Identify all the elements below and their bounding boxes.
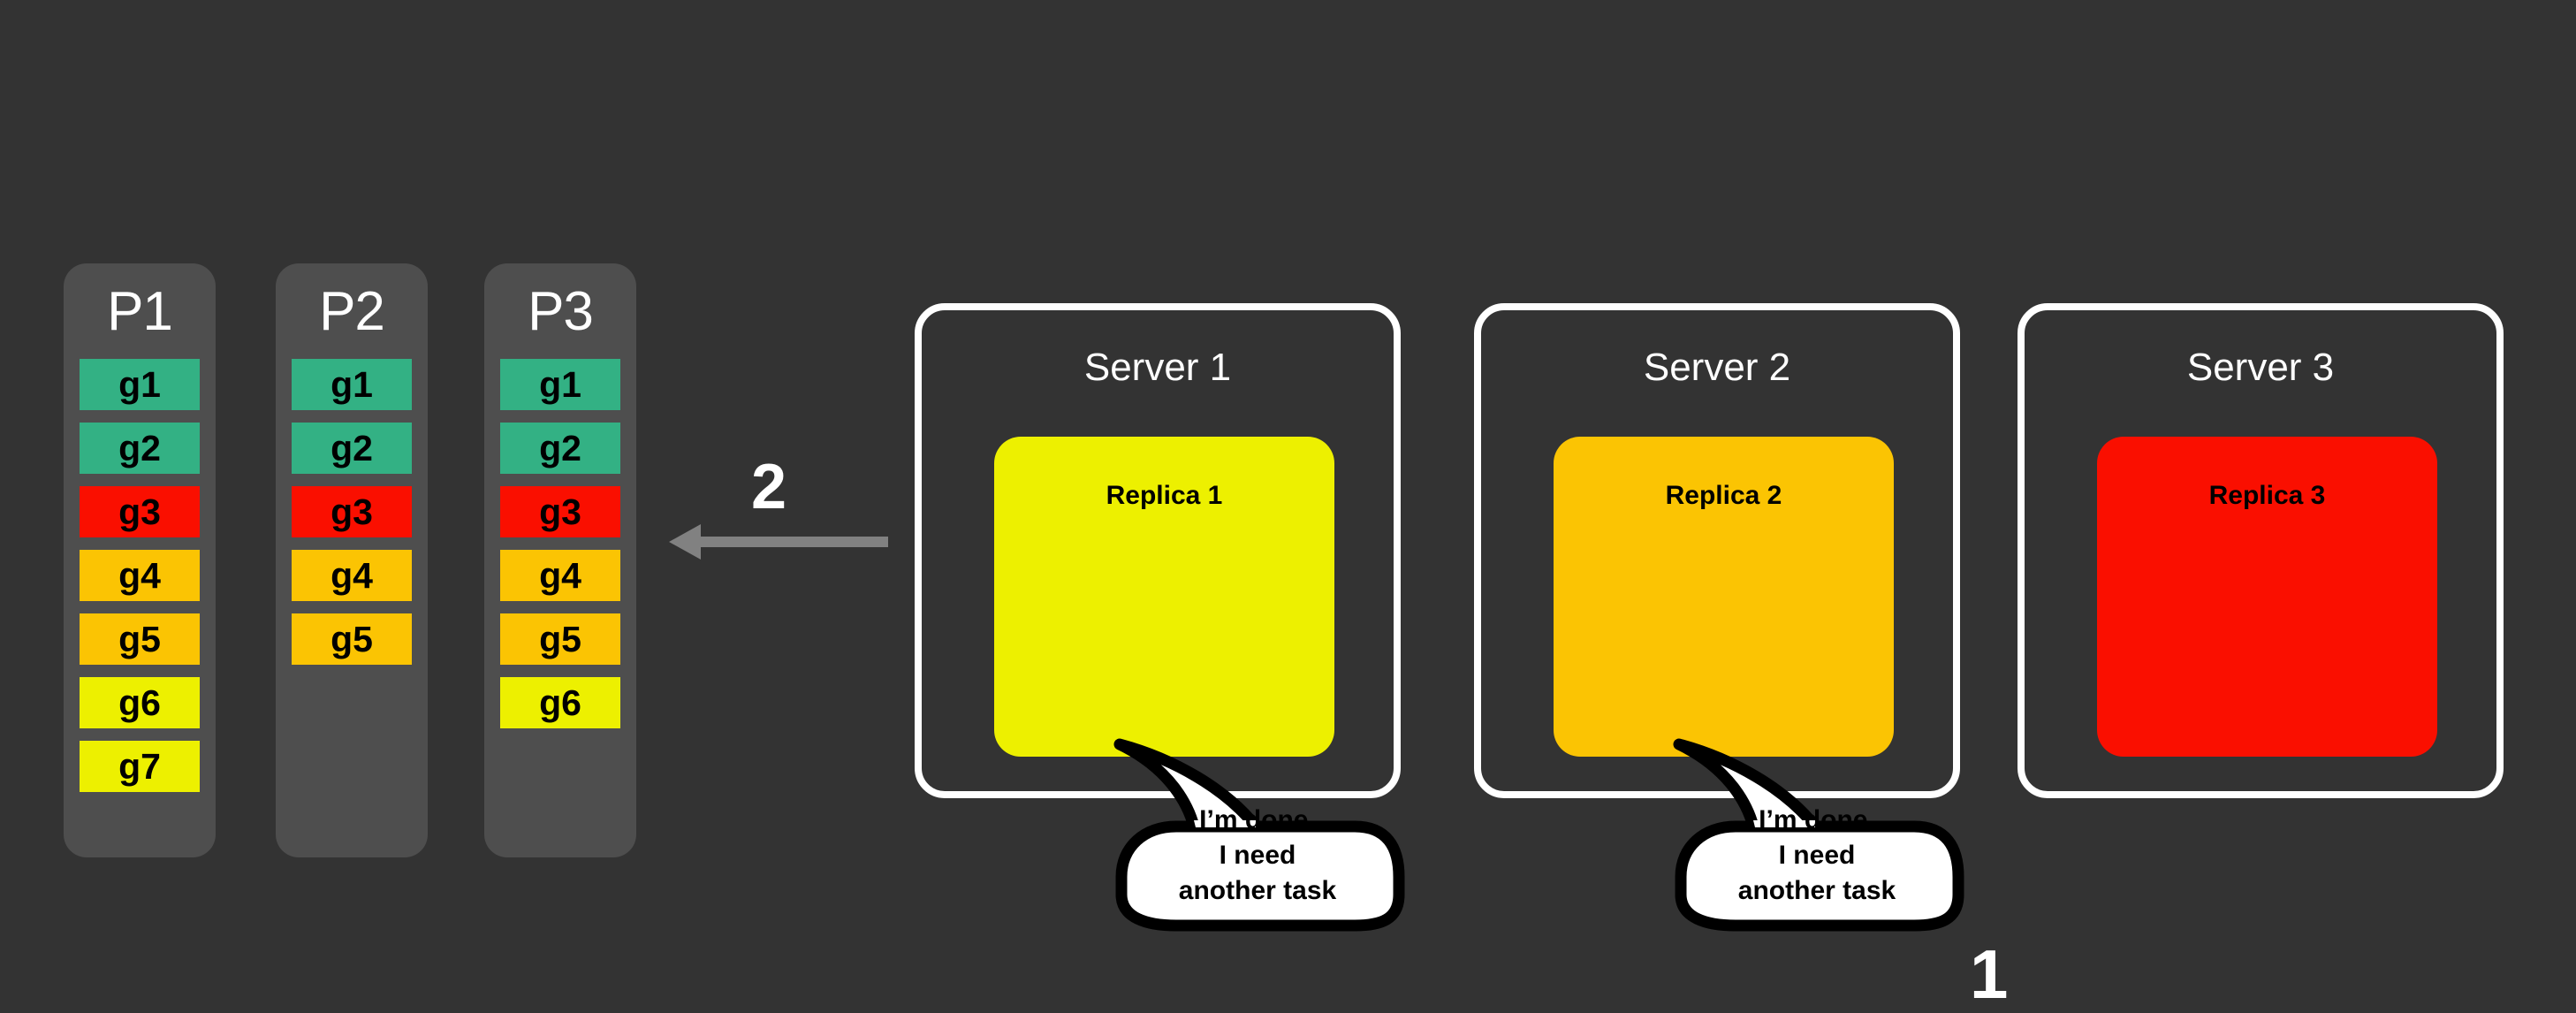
task-block[interactable]: g7 [80,741,200,792]
server-title: Server 2 [1643,346,1791,389]
speech-bubble-text: I’m done. I need another task [1737,805,1896,905]
partition-column-p3[interactable]: P3 g1 g2 g3 g4 g5 g6 [484,263,636,857]
replica-label: Replica 3 [2208,481,2326,510]
partition-column-p2[interactable]: P2 g1 g2 g3 g4 g5 [276,263,428,857]
task-block[interactable]: g5 [500,613,620,665]
task-block[interactable]: g4 [500,550,620,601]
task-block[interactable]: g3 [80,486,200,537]
step-number-2: 2 [751,452,787,522]
replica-label: Replica 1 [1106,481,1223,510]
partition-column-p1[interactable]: P1 g1 g2 g3 g4 g5 g6 g7 [64,263,216,857]
replica-box-3[interactable]: Replica 3 [2097,437,2437,757]
task-block[interactable]: g6 [80,677,200,728]
task-block[interactable]: g4 [292,550,412,601]
task-block[interactable]: g3 [500,486,620,537]
replica-label: Replica 2 [1665,481,1782,510]
fetch-task-arrow [667,520,888,564]
speech-bubble-text: I’m done. I need another task [1178,805,1337,905]
replica-box-1[interactable]: Replica 1 [994,437,1334,757]
partition-task-list: g1 g2 g3 g4 g5 g6 [484,359,636,728]
task-block[interactable]: g2 [500,423,620,474]
task-block[interactable]: g2 [80,423,200,474]
server-title: Server 3 [2186,346,2335,389]
speech-bubble-server-1: I’m done. I need another task [1107,738,1408,933]
step-number-1: 1 [1970,935,2009,1013]
task-block[interactable]: g1 [292,359,412,410]
task-block[interactable]: g5 [80,613,200,665]
task-block[interactable]: g2 [292,423,412,474]
partition-title: P2 [319,281,385,342]
task-block[interactable]: g3 [292,486,412,537]
server-title: Server 1 [1083,346,1232,389]
speech-bubble-server-2: I’m done. I need another task [1667,738,1967,933]
partition-task-list: g1 g2 g3 g4 g5 g6 g7 [64,359,216,792]
replica-box-2[interactable]: Replica 2 [1554,437,1894,757]
partition-title: P1 [107,281,173,342]
task-block[interactable]: g4 [80,550,200,601]
partition-title: P3 [528,281,594,342]
task-block[interactable]: g6 [500,677,620,728]
task-block[interactable]: g1 [80,359,200,410]
task-block[interactable]: g5 [292,613,412,665]
partition-task-list: g1 g2 g3 g4 g5 [276,359,428,665]
task-block[interactable]: g1 [500,359,620,410]
